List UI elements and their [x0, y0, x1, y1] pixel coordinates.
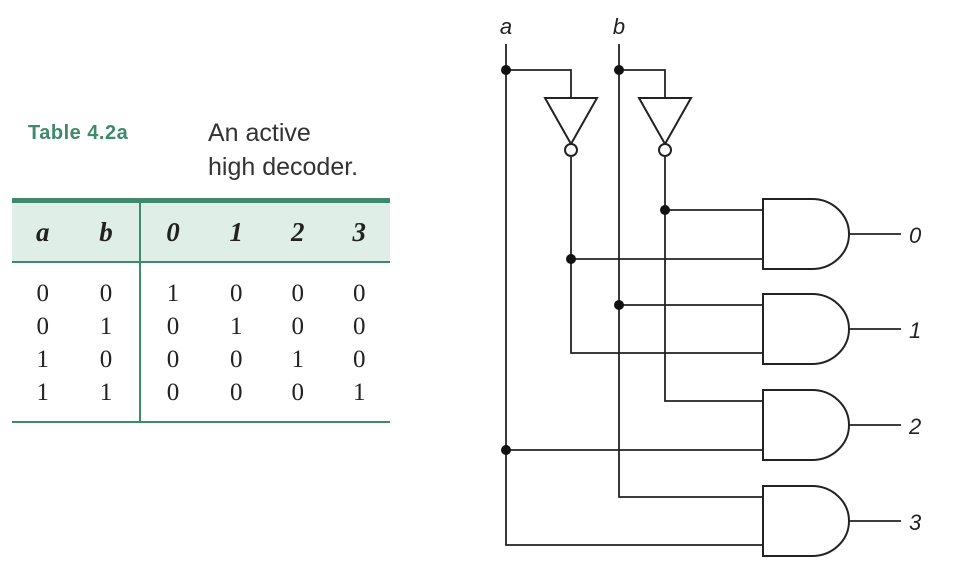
table-cell: 1: [230, 312, 243, 340]
and-gate-1: [762, 293, 850, 365]
table-cell: 0: [230, 279, 243, 307]
inverter-b-gate: [637, 97, 693, 147]
table-cell: 0: [36, 279, 49, 307]
header-0: 0: [139, 198, 206, 263]
table-cell: 0: [352, 279, 366, 307]
output-label-3: 3: [909, 510, 922, 535]
table-label: Table 4.2a: [28, 122, 129, 144]
inverter-a-bubble: [564, 143, 578, 157]
table-cell: 0: [230, 345, 243, 373]
input-label-b: b: [613, 14, 625, 39]
table-caption: An active high decoder.: [208, 116, 358, 184]
table-cell: 0: [166, 345, 180, 373]
table-cell: 0: [291, 312, 304, 340]
output-label-1: 1: [909, 318, 921, 343]
input-label-a: a: [500, 14, 512, 39]
output-label-2: 2: [908, 414, 921, 439]
table-cell: 0: [205, 376, 267, 423]
truth-table: a b 0 1 2 3 0 0 1 0 0 0 0: [12, 198, 390, 423]
table-cell: 1: [166, 279, 180, 307]
table-row: 1 1 0 0 0 1: [12, 376, 390, 423]
wire-b-main: [618, 44, 763, 498]
inverter-b-bubble: [658, 143, 672, 157]
table-cell: 0: [139, 376, 206, 423]
wire-b-to-inverter: [619, 69, 666, 98]
table-cell: 1: [73, 310, 141, 343]
wire-not-b: [664, 157, 763, 402]
table-cell: 0: [267, 376, 329, 423]
junction-dot: [660, 205, 670, 215]
output-label-0: 0: [909, 223, 922, 248]
table-cell: 1: [328, 376, 390, 423]
and-gate-0: [762, 198, 850, 270]
junction-dot: [501, 445, 511, 455]
wire-a-to-inverter: [506, 69, 572, 98]
inverter-a-gate: [543, 97, 599, 147]
table-cell: 1: [36, 345, 49, 373]
table-cell: 1: [73, 376, 141, 423]
table-row: 1 0 0 0 1 0: [12, 343, 390, 376]
table-cell: 0: [291, 279, 304, 307]
table-cell: 0: [352, 312, 366, 340]
table-row: 0 1 0 1 0 0: [12, 310, 390, 343]
table-cell: 0: [73, 343, 141, 376]
table-cell: 0: [352, 345, 366, 373]
header-3: 3: [328, 198, 390, 263]
table-cell: 0: [166, 312, 180, 340]
table-cell: 0: [73, 262, 141, 310]
header-a: a: [12, 198, 74, 263]
table-caption-line2: high decoder.: [208, 153, 359, 181]
wire-not-a: [570, 157, 763, 354]
header-b: b: [73, 198, 141, 263]
and-gate-3: [762, 485, 850, 557]
truth-table-container: a b 0 1 2 3 0 0 1 0 0 0 0: [12, 198, 390, 423]
table-cell: 1: [12, 376, 74, 423]
and-gate-2: [762, 389, 850, 461]
junction-dot: [566, 254, 576, 264]
junction-dot: [501, 65, 511, 75]
wire-a-main: [505, 44, 763, 546]
table-row: 0 0 1 0 0 0: [12, 262, 390, 310]
table-cell: 0: [36, 312, 49, 340]
header-2: 2: [267, 198, 329, 263]
truth-table-header-row: a b 0 1 2 3: [12, 198, 390, 263]
header-1: 1: [205, 198, 267, 263]
junction-dot: [614, 300, 624, 310]
table-cell: 1: [291, 345, 304, 373]
table-caption-line1: An active: [208, 119, 311, 147]
junction-dot: [614, 65, 624, 75]
